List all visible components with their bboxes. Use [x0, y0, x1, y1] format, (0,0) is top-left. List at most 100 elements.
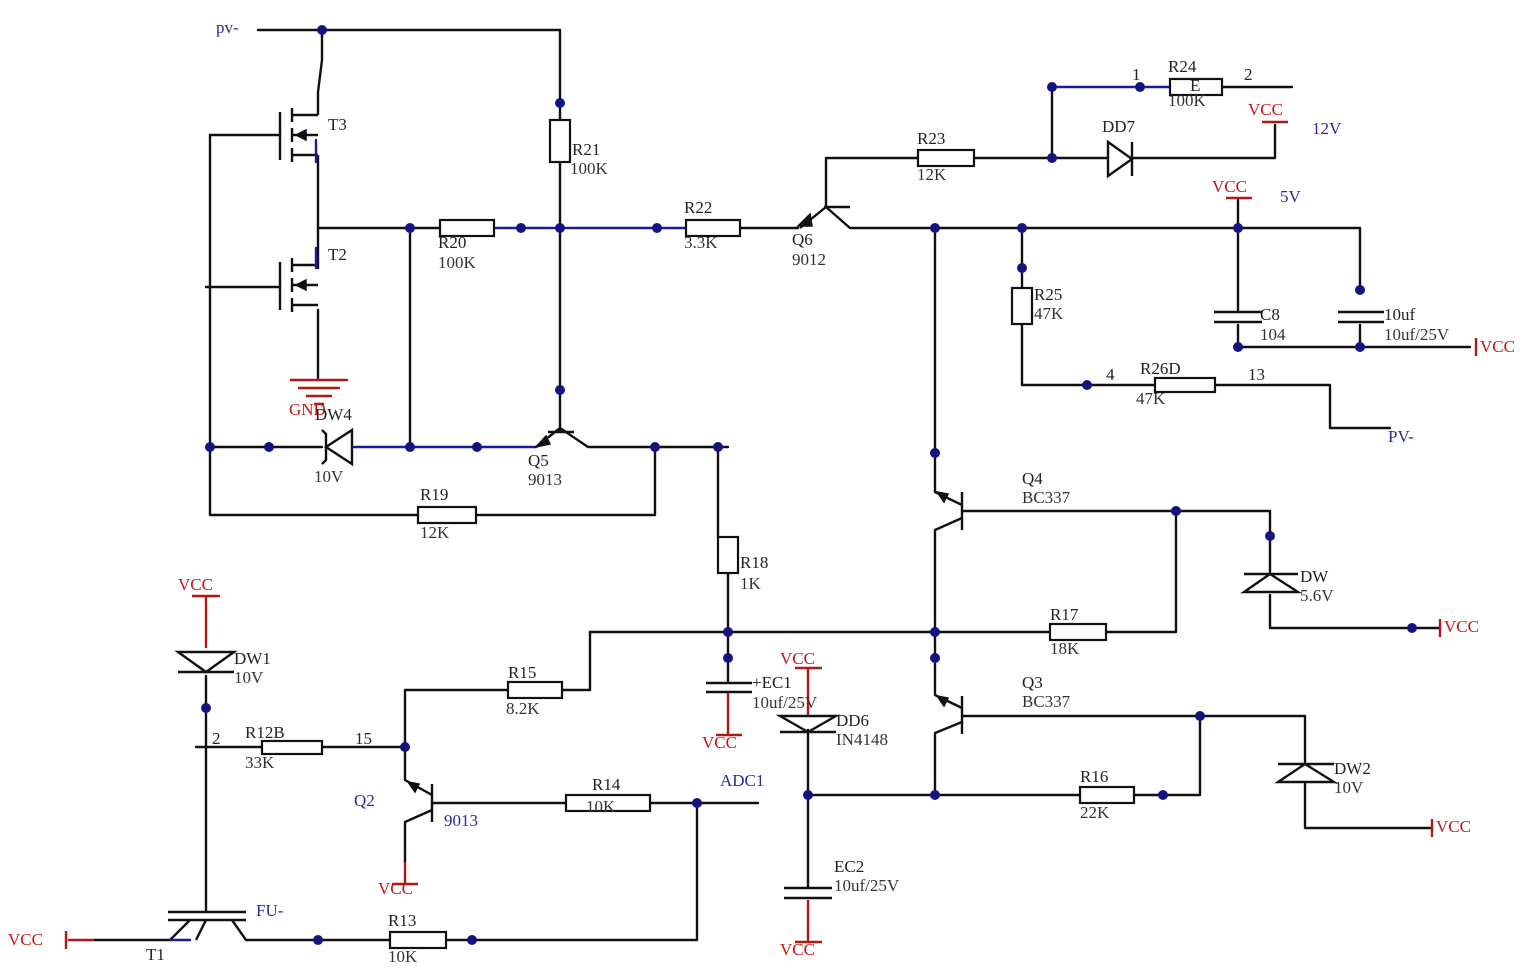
pin2-r24: 2 — [1244, 65, 1253, 84]
transistor-q2 — [404, 778, 434, 824]
value-r26d: 47K — [1136, 389, 1166, 408]
value-q6: 9012 — [792, 250, 826, 269]
inner-r24: E — [1190, 76, 1200, 95]
label-dd7: DD7 — [1102, 117, 1136, 136]
value-r13: 10K — [388, 947, 418, 966]
label-t1: T1 — [146, 945, 165, 964]
resistor-r13 — [388, 930, 448, 950]
net-label-vcc-ec1: VCC — [702, 733, 737, 752]
label-q6: Q6 — [792, 230, 813, 249]
value-r16: 22K — [1080, 803, 1110, 822]
value-r12b: 33K — [245, 753, 275, 772]
label-r16: R16 — [1080, 767, 1108, 786]
value-r22: 3.3K — [684, 233, 718, 252]
net-label-vcc-ec2: VCC — [780, 940, 815, 959]
net-label-pv-top: pv- — [216, 18, 239, 37]
label-r19: R19 — [420, 485, 448, 504]
net-label-vcc-right1: VCC — [1480, 337, 1515, 356]
label-dd6: DD6 — [836, 711, 869, 730]
label-r13: R13 — [388, 911, 416, 930]
net-label-vcc-q2: VCC — [378, 879, 413, 898]
label-r15: R15 — [508, 663, 536, 682]
resistors — [260, 77, 1224, 950]
zener-dw4 — [321, 427, 354, 467]
resistor-r16 — [1078, 785, 1136, 805]
value-c10uf: 10uf/25V — [1384, 325, 1450, 344]
resistor-r25 — [1010, 286, 1034, 326]
label-c8: C8 — [1260, 305, 1280, 324]
component-labels: pv- T3 T2 GND R21 100K R20 100K R22 3.3K… — [8, 18, 1515, 966]
pin2-r26d: 13 — [1248, 365, 1265, 384]
label-q5: Q5 — [528, 451, 549, 470]
power-symbols — [64, 120, 1478, 949]
value-c8: 104 — [1260, 325, 1286, 344]
resistor-r23 — [916, 148, 976, 168]
label-q4: Q4 — [1022, 469, 1043, 488]
capacitor-ec2 — [784, 886, 832, 900]
net-label-vcc-left: VCC — [8, 930, 43, 949]
label-t2: T2 — [328, 245, 347, 264]
net-label-vcc-right2: VCC — [1444, 617, 1479, 636]
label-ec2: EC2 — [834, 857, 864, 876]
net-label-vcc-dd6: VCC — [780, 649, 815, 668]
value-ec1: 10uf/25V — [752, 693, 818, 712]
transistor-q6 — [796, 205, 851, 229]
resistor-r14 — [564, 793, 652, 813]
label-r24: R24 — [1168, 57, 1197, 76]
net-label-pv-right: PV- — [1388, 427, 1414, 446]
net-label-fu: FU- — [256, 901, 284, 920]
label-t3: T3 — [328, 115, 347, 134]
value-r23: 12K — [917, 165, 947, 184]
net-label-adc1: ADC1 — [720, 771, 764, 790]
label-dw4: DW4 — [315, 405, 352, 424]
value-dw1: 10V — [234, 668, 264, 687]
zener-dw1 — [174, 650, 238, 674]
resistor-r19 — [416, 505, 478, 525]
label-r18: R18 — [740, 553, 768, 572]
net-label-5v: 5V — [1280, 187, 1302, 206]
label-r21: R21 — [572, 140, 600, 159]
label-c10uf: 10uf — [1384, 305, 1416, 324]
optocoupler-t1 — [168, 910, 247, 942]
net-label-vcc-dw1: VCC — [178, 575, 213, 594]
value-r15: 8.2K — [506, 699, 540, 718]
label-r22: R22 — [684, 198, 712, 217]
value-dd6: IN4148 — [836, 730, 888, 749]
label-r12b: R12B — [245, 723, 285, 742]
net-label-vcc-12v: VCC — [1248, 100, 1283, 119]
capacitor-ec1 — [706, 681, 752, 694]
resistor-r18 — [716, 535, 740, 575]
zener-dw — [1240, 572, 1303, 594]
label-dw1: DW1 — [234, 649, 271, 668]
value-q3: BC337 — [1022, 692, 1071, 711]
pin1-r26d: 4 — [1106, 365, 1115, 384]
transistor-q3 — [934, 693, 964, 735]
label-r25: R25 — [1034, 285, 1062, 304]
label-ec1: +EC1 — [752, 673, 792, 692]
capacitor-c10uf — [1338, 310, 1384, 324]
value-q2: 9013 — [444, 811, 478, 830]
label-q2: Q2 — [354, 791, 375, 810]
transistor-q4 — [934, 490, 964, 532]
value-r25: 47K — [1034, 304, 1064, 323]
value-r21: 100K — [570, 159, 609, 178]
mosfet-t3 — [278, 92, 320, 165]
wires — [68, 28, 1472, 942]
net-label-vcc-right3: VCC — [1436, 817, 1471, 836]
value-r19: 12K — [420, 523, 450, 542]
junctions — [201, 25, 1417, 945]
value-dw: 5.6V — [1300, 586, 1334, 605]
label-q3: Q3 — [1022, 673, 1043, 692]
label-r20: R20 — [438, 233, 466, 252]
label-r17: R17 — [1050, 605, 1079, 624]
value-r20: 100K — [438, 253, 477, 272]
value-r14: 10K — [586, 797, 616, 816]
value-r17: 18K — [1050, 639, 1080, 658]
capacitor-c8 — [1214, 310, 1262, 324]
resistor-r22 — [684, 218, 742, 238]
value-r24: 100K — [1168, 91, 1207, 110]
value-r18: 1K — [740, 574, 762, 593]
resistor-r17 — [1048, 622, 1108, 642]
value-dw2: 10V — [1334, 778, 1364, 797]
resistor-r15 — [506, 680, 564, 700]
